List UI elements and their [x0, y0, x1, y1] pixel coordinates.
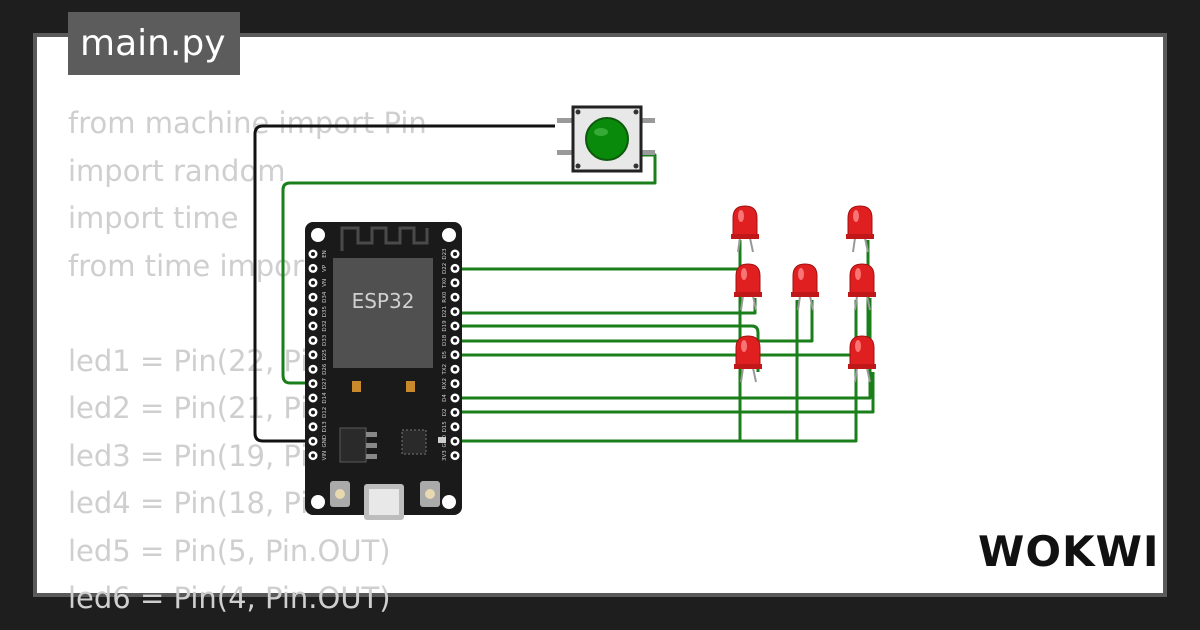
- pin-label: D4: [442, 394, 448, 402]
- pin-label: VN: [322, 279, 328, 287]
- svg-text:WOKWI: WOKWI: [978, 527, 1160, 576]
- wire-d22: [455, 240, 742, 271]
- pin-label: D23: [442, 248, 448, 260]
- pin-label: GND: [322, 435, 328, 448]
- pin-label: TX0: [442, 277, 448, 289]
- led-red[interactable]: [734, 335, 762, 383]
- pin-label: D19: [442, 320, 448, 332]
- code-line-2: import random: [68, 153, 286, 188]
- wire-gnd: [455, 372, 858, 443]
- pin-label: D26: [322, 363, 328, 375]
- wire-d21: [455, 298, 757, 315]
- pin-label: D5: [442, 350, 448, 358]
- led-red[interactable]: [848, 263, 876, 311]
- wire-d19: [455, 324, 760, 372]
- pin-label: GND: [442, 435, 448, 448]
- pin-label: 3V3: [442, 450, 448, 461]
- pin-label: D14: [322, 392, 328, 404]
- pin-label: D13: [322, 421, 328, 433]
- pin-label: D32: [322, 320, 328, 331]
- pin-label: EN: [322, 250, 328, 258]
- pin-label: D27: [322, 377, 328, 389]
- pin-label: VP: [322, 264, 328, 272]
- pin-label: D25: [322, 349, 328, 361]
- wire-d18: [455, 300, 814, 343]
- pushbutton[interactable]: [557, 105, 655, 173]
- code-preview: from machine import Pin import random impo…: [68, 37, 427, 623]
- code-line-1: from machine import Pin: [68, 106, 427, 140]
- pin-label: VIN: [322, 451, 328, 461]
- esp32-chip: [333, 258, 433, 368]
- pin-label: D18: [442, 334, 448, 346]
- wire-button-green: [281, 153, 657, 385]
- pin-label: D21: [442, 306, 448, 317]
- wire-d5: [455, 240, 870, 357]
- led-red[interactable]: [731, 205, 759, 253]
- wire-d4: [455, 298, 872, 400]
- pin-label: D12: [322, 407, 328, 418]
- led-red[interactable]: [848, 335, 876, 383]
- code-line-11: led6 = Pin(4, Pin.OUT): [68, 581, 391, 615]
- pin-label: D2: [442, 409, 448, 417]
- pin-label: D35: [322, 305, 328, 317]
- wire-d2: [455, 372, 875, 414]
- esp32-board[interactable]: ESP32 ENVPVND34D35D32D33D25D26D27D14D12D…: [305, 222, 462, 520]
- code-line-10: led5 = Pin(5, Pin.OUT): [68, 533, 391, 568]
- pin-label: RX0: [442, 291, 448, 303]
- pin-label: D33: [322, 334, 328, 346]
- wire-button-black: [253, 124, 555, 443]
- led-red[interactable]: [846, 205, 874, 253]
- pin-label: TX2: [442, 364, 448, 376]
- wokwi-logo: WOKWI: [978, 527, 1160, 576]
- code-line-3: import time: [68, 201, 239, 235]
- pin-label: D15: [442, 421, 448, 433]
- led-red[interactable]: [791, 263, 819, 311]
- pin-label: D34: [322, 291, 328, 303]
- led-red[interactable]: [734, 263, 762, 311]
- pin-label: RX2: [442, 378, 448, 389]
- chip-label: ESP32: [352, 289, 415, 313]
- pin-label: D22: [442, 263, 448, 274]
- file-tab-main-py[interactable]: main.py: [68, 12, 240, 75]
